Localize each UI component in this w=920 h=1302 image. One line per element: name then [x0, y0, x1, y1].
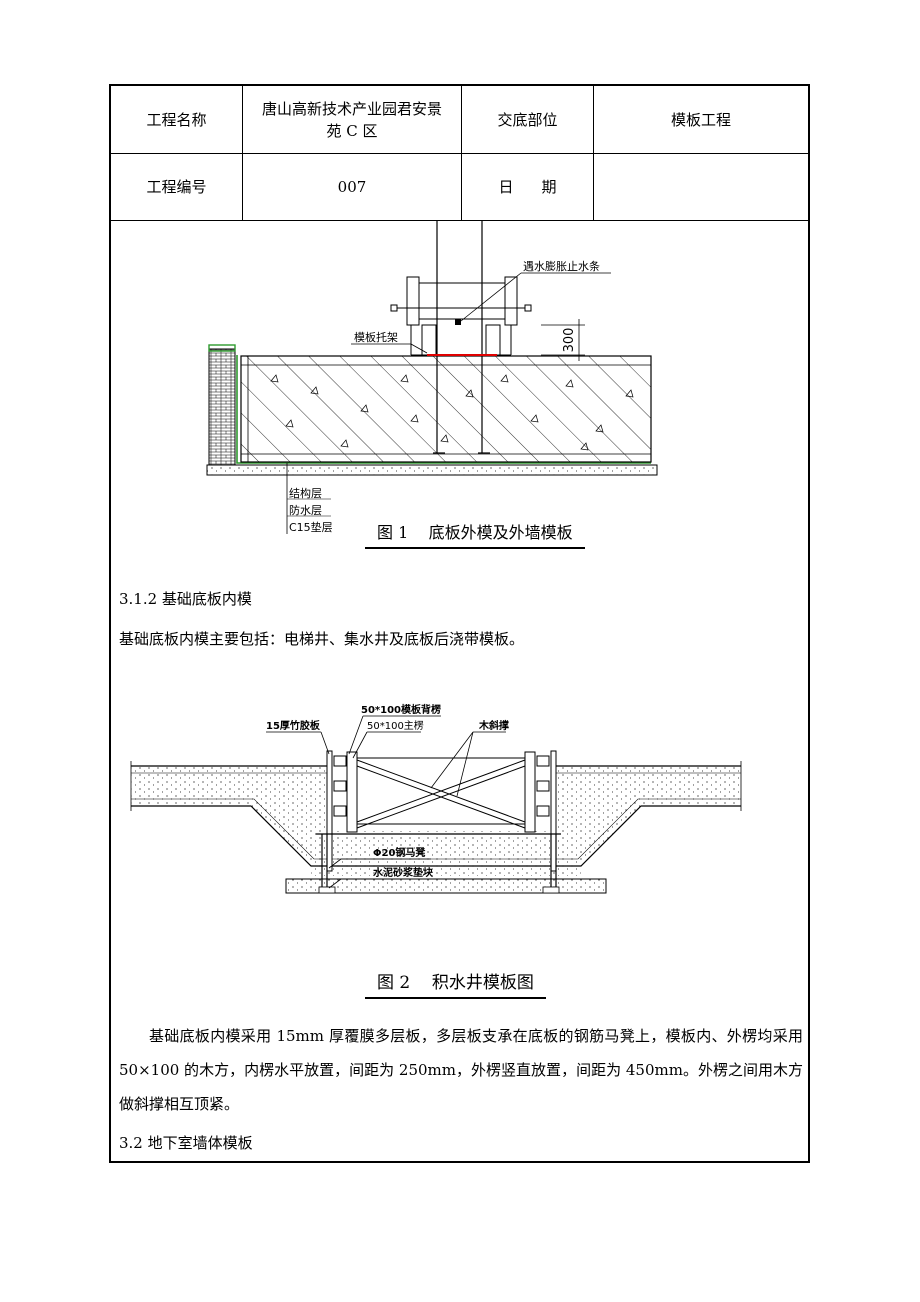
- body-paragraph: 基础底板内模采用 15mm 厚覆膜多层板，多层板支承在底板的钢筋马凳上，模板内、…: [119, 1027, 803, 1113]
- figure-1-caption: 图 1 底板外模及外墙模板: [365, 519, 585, 549]
- figure-2-caption: 图 2 积水井模板图: [365, 968, 546, 999]
- waterstop-strip: [455, 319, 461, 325]
- project-no-value: 007: [243, 154, 462, 221]
- brick-wall: [208, 348, 236, 466]
- label-structure: 结构层: [289, 486, 322, 500]
- pit-outline: [131, 805, 741, 867]
- plywood-left: [326, 750, 333, 872]
- date-label-cell: 日期: [462, 154, 594, 221]
- label-cushion: C15垫层: [289, 520, 333, 534]
- project-name-line2: 苑 C 区: [326, 121, 378, 140]
- label-stool: Φ20钢马凳: [373, 846, 425, 859]
- pit-cushion: [285, 878, 607, 894]
- wood-brace: [356, 757, 526, 829]
- date-value: [594, 154, 808, 221]
- date-label: 日期: [498, 178, 585, 196]
- figure-2-drawing: 50*100模板背楞 15厚竹胶板 50*100主楞 木斜撑 Φ20钢马凳 水泥…: [130, 703, 742, 894]
- waterproof-layer: [236, 355, 651, 464]
- section-32-title: 3.2 地下室墙体模板: [119, 1134, 253, 1152]
- header-table: 工程名称 唐山高新技术产业园君安景 苑 C 区 交底部位 模板工程 工程编号 0…: [111, 86, 808, 221]
- formwork-assembly: [390, 276, 532, 356]
- project-no-label: 工程编号: [111, 154, 243, 221]
- section-312-title: 3.1.2 基础底板内模: [119, 590, 252, 608]
- label-pad: 水泥砂浆垫块: [372, 866, 434, 879]
- project-name-label: 工程名称: [111, 86, 243, 154]
- part-value: 模板工程: [594, 86, 808, 154]
- purlins: [333, 751, 550, 833]
- label-back-purlin: 50*100模板背楞: [361, 703, 441, 716]
- aggregate-marks: [270, 374, 634, 451]
- brick-cap: [208, 344, 236, 352]
- steel-stools: [316, 833, 561, 892]
- dimension-300: 300: [562, 328, 577, 353]
- label-waterproof: 防水层: [289, 503, 322, 517]
- plywood-right: [550, 750, 557, 872]
- cushion-layer: [206, 464, 658, 476]
- label-waterstop: 遇水膨胀止水条: [523, 259, 600, 273]
- figure-2: 50*100模板背楞 15厚竹胶板 50*100主楞 木斜撑 Φ20钢马凳 水泥…: [111, 696, 808, 941]
- label-brace: 木斜撑: [478, 719, 509, 732]
- figure-1: 300 遇水膨胀止水条 模板托架 结构层 防水层 C15垫层 图 1 底板外模及…: [111, 221, 808, 551]
- project-name-value: 唐山高新技术产业园君安景 苑 C 区: [243, 86, 462, 154]
- document-sheet: 工程名称 唐山高新技术产业园君安景 苑 C 区 交底部位 模板工程 工程编号 0…: [109, 84, 810, 1163]
- base-slab: [240, 355, 652, 463]
- project-name-line1: 唐山高新技术产业园君安景: [261, 99, 442, 118]
- part-label: 交底部位: [462, 86, 594, 154]
- label-bracket: 模板托架: [354, 330, 398, 344]
- section-312-intro: 基础底板内模主要包括：电梯井、集水井及底板后浇带模板。: [119, 630, 525, 648]
- label-plywood: 15厚竹胶板: [266, 719, 321, 732]
- figure-1-drawing: 300 遇水膨胀止水条 模板托架 结构层 防水层 C15垫层: [206, 221, 658, 534]
- label-main-purlin: 50*100主楞: [367, 719, 424, 732]
